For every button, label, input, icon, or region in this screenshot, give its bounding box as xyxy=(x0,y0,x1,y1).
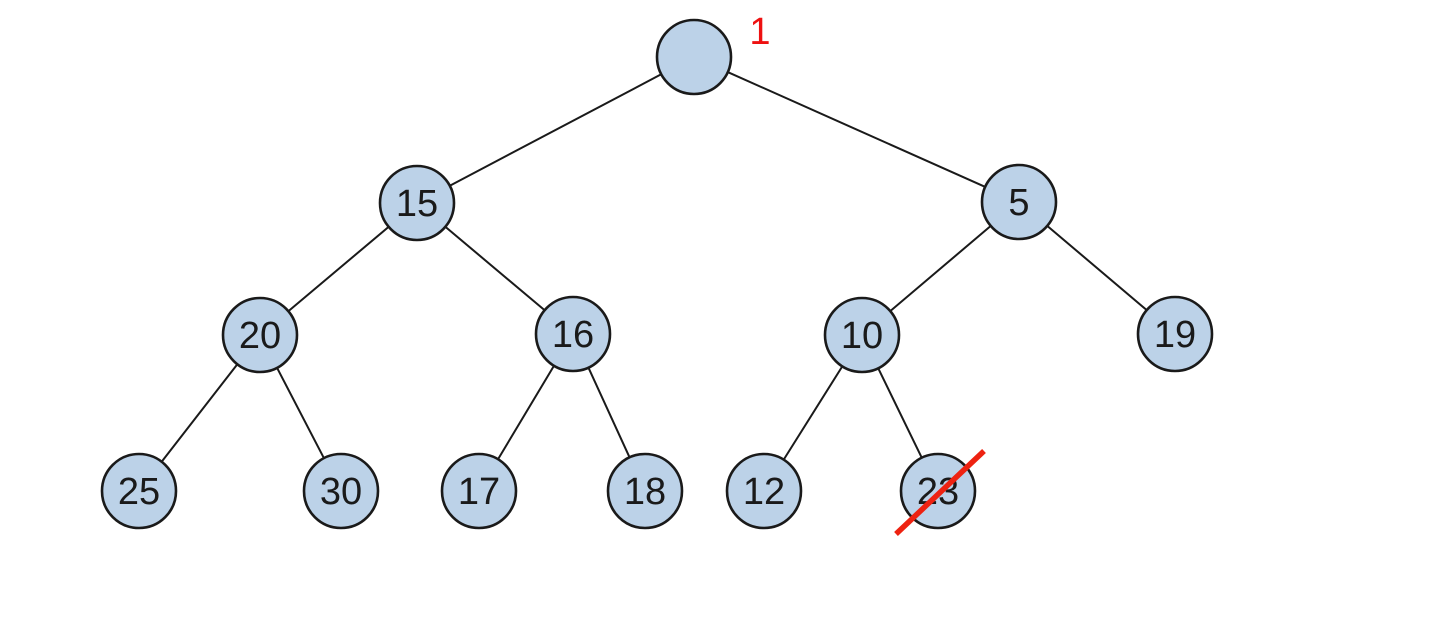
node-circle-n17[interactable] xyxy=(440,452,518,530)
tree-edge-n10-n23 xyxy=(876,366,924,460)
tree-edge-root-n5 xyxy=(725,70,988,189)
strikethrough-mark-strike-n23 xyxy=(894,448,986,537)
tree-node-n20[interactable]: 20 xyxy=(221,296,299,374)
node-circle-n16[interactable] xyxy=(534,295,612,373)
tree-node-n15[interactable]: 15 xyxy=(378,164,456,242)
node-circle-n30[interactable] xyxy=(302,452,380,530)
nodes-group: 15520161019253017181223 xyxy=(100,18,1214,530)
strikes-group xyxy=(894,448,986,537)
node-circle-n12[interactable] xyxy=(725,452,803,530)
tree-edge-n10-n12 xyxy=(782,364,844,462)
tree-node-n16[interactable]: 16 xyxy=(534,295,612,373)
annotations-group: 1 xyxy=(749,11,770,53)
tree-node-n18[interactable]: 18 xyxy=(606,452,684,530)
tree-node-n10[interactable]: 10 xyxy=(823,296,901,374)
node-circle-n20[interactable] xyxy=(221,296,299,374)
tree-node-root[interactable] xyxy=(655,18,733,96)
tree-node-n5[interactable]: 5 xyxy=(980,163,1058,241)
node-circle-root[interactable] xyxy=(655,18,733,96)
tree-node-n25[interactable]: 25 xyxy=(100,452,178,530)
node-circle-n25[interactable] xyxy=(100,452,178,530)
node-circle-n18[interactable] xyxy=(606,452,684,530)
node-circle-n10[interactable] xyxy=(823,296,901,374)
tree-edge-n16-n17 xyxy=(496,363,556,462)
tree-edge-n20-n25 xyxy=(160,362,239,464)
tree-edge-root-n15 xyxy=(447,72,664,188)
tree-node-n17[interactable]: 17 xyxy=(440,452,518,530)
tree-edge-n5-n10 xyxy=(888,224,993,313)
tree-edge-n20-n30 xyxy=(275,365,326,461)
node-circle-n5[interactable] xyxy=(980,163,1058,241)
node-circle-n15[interactable] xyxy=(378,164,456,242)
node-circle-n19[interactable] xyxy=(1136,295,1214,373)
tree-node-n19[interactable]: 19 xyxy=(1136,295,1214,373)
tree-edge-n5-n19 xyxy=(1045,224,1149,312)
tree-edge-n15-n20 xyxy=(286,225,391,313)
tree-node-n30[interactable]: 30 xyxy=(302,452,380,530)
tree-node-n12[interactable]: 12 xyxy=(725,452,803,530)
edges-group xyxy=(160,70,1149,464)
tree-edge-n15-n16 xyxy=(443,225,547,312)
tree-edge-n16-n18 xyxy=(587,365,631,460)
annotation-step-1: 1 xyxy=(749,11,770,53)
